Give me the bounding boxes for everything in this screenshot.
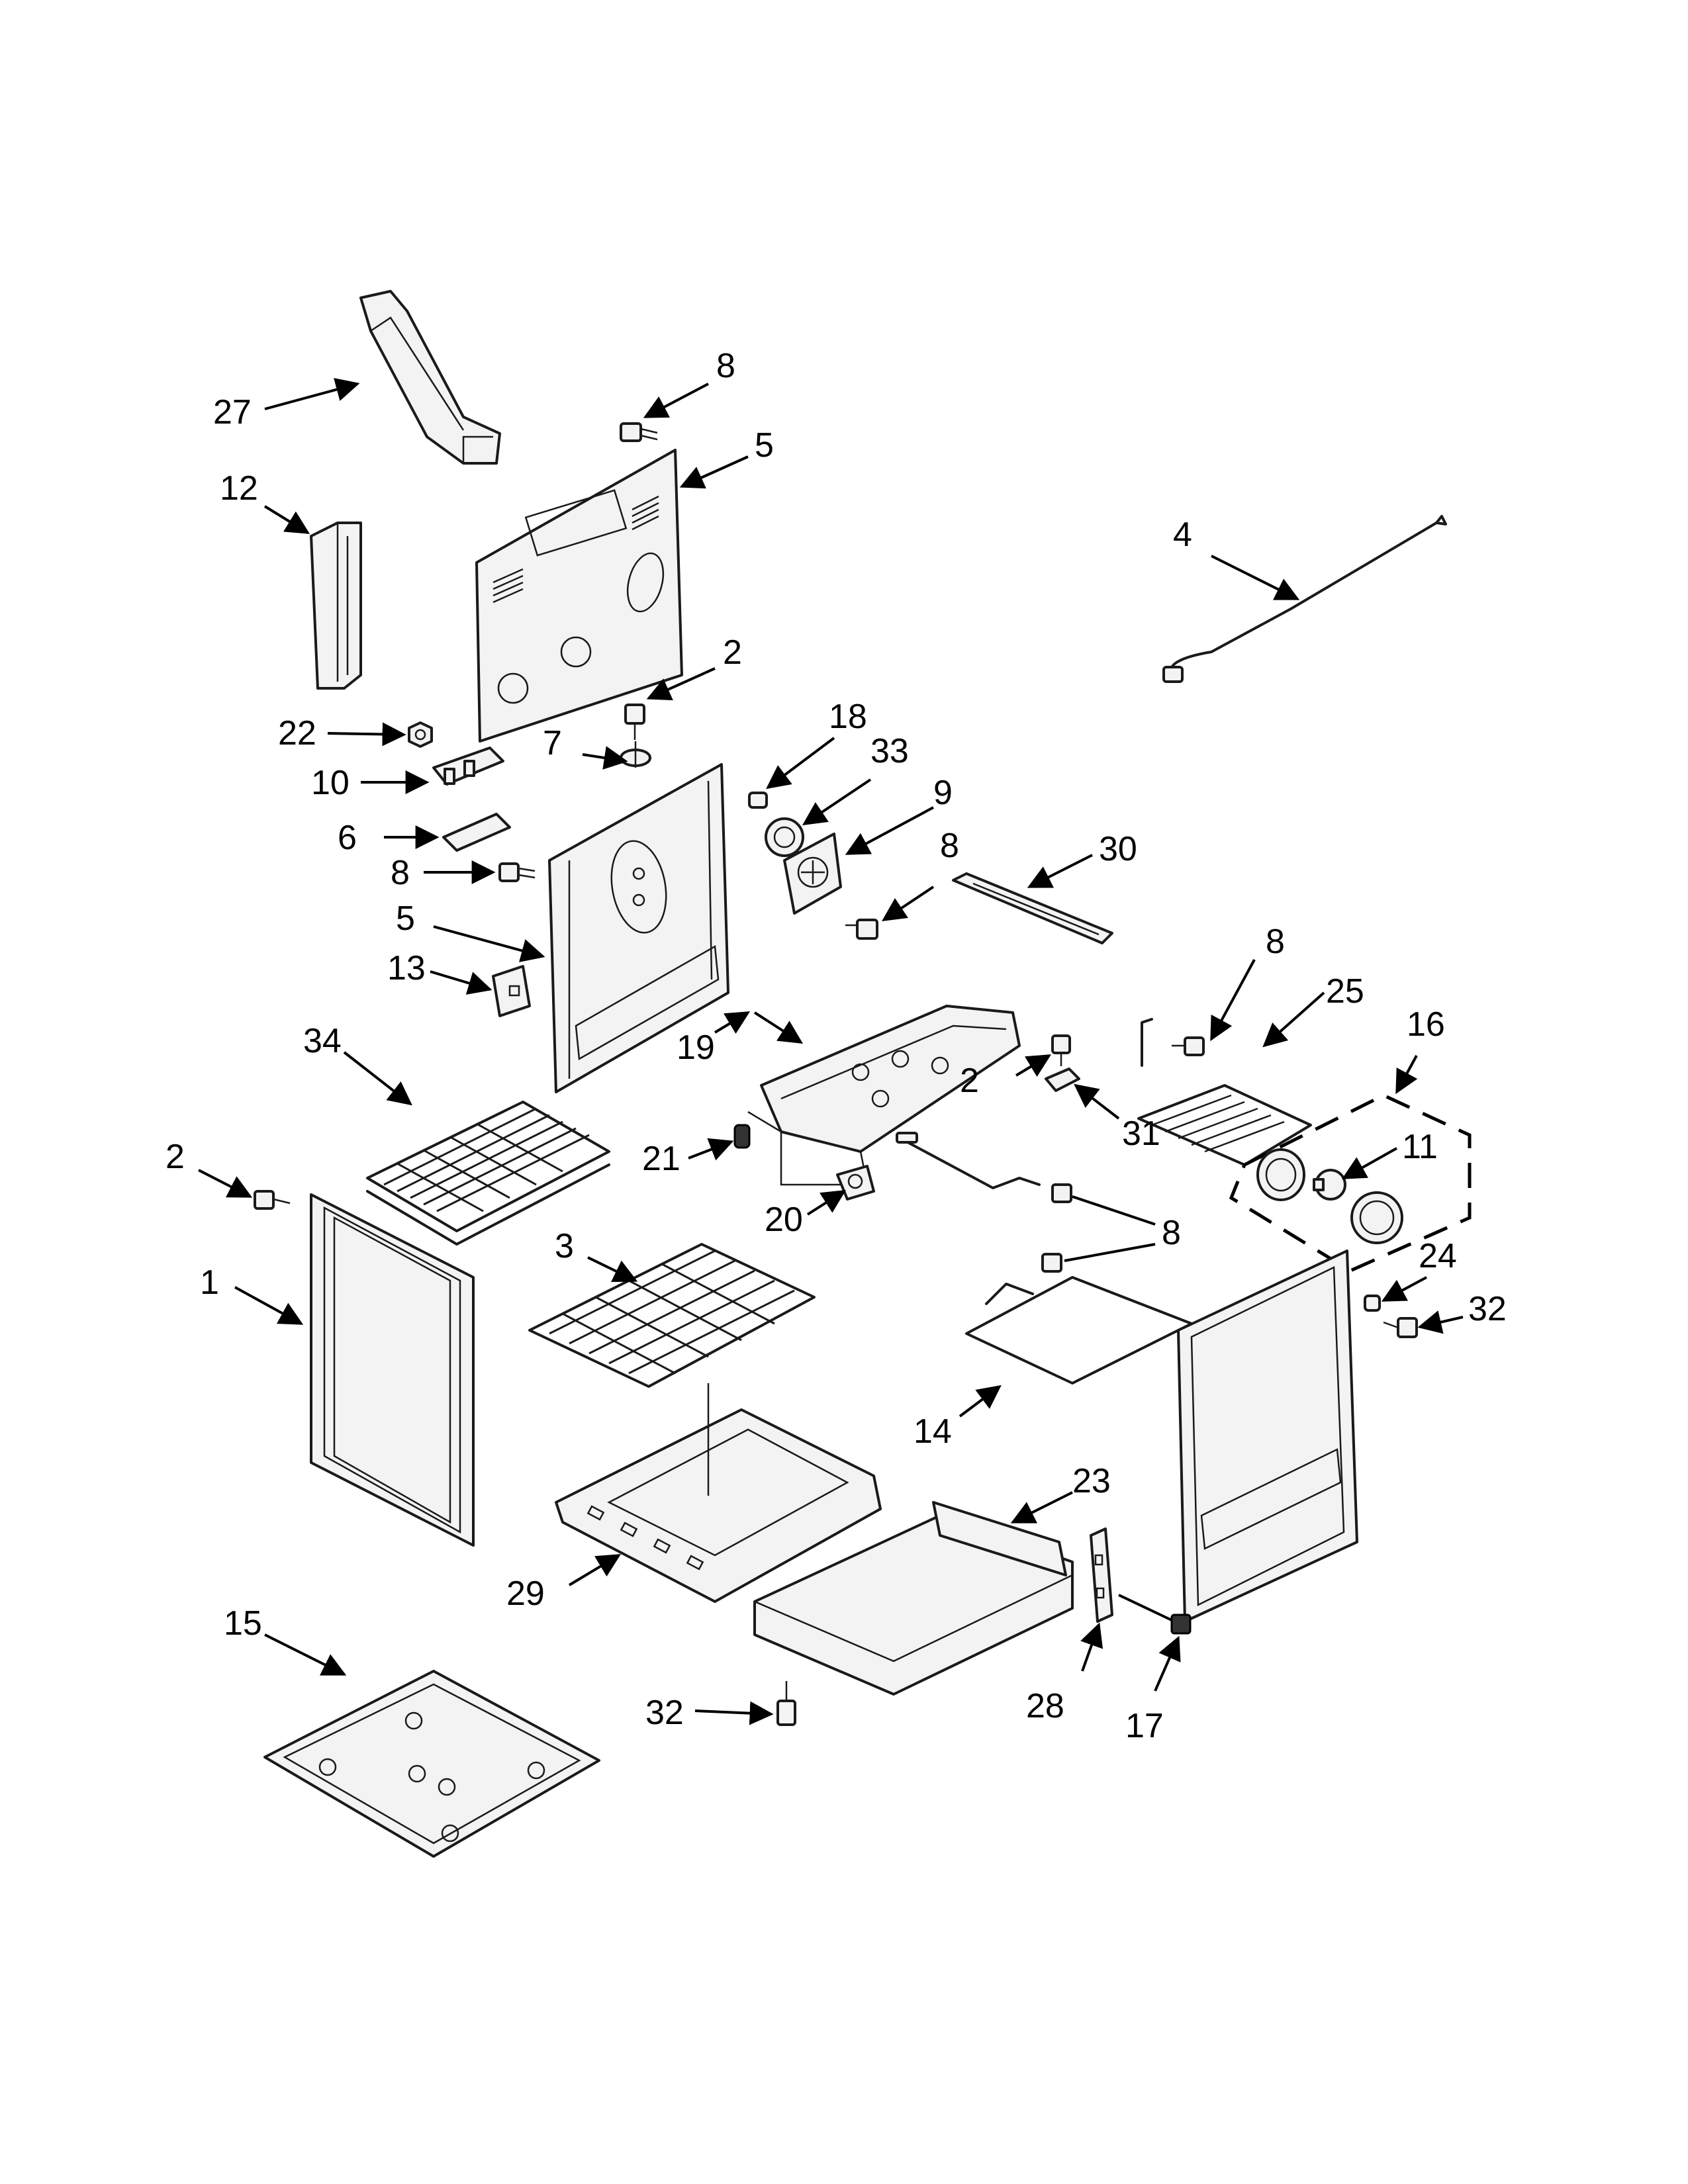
- part-17-screw: [1118, 1594, 1192, 1635]
- callout-8: 8: [940, 827, 959, 865]
- part-6-bracket: [442, 813, 511, 852]
- part-14-broil-element: [965, 1276, 1193, 1385]
- callout-2: 2: [723, 633, 742, 672]
- part-28-hinge: [1090, 1527, 1113, 1623]
- part-31-clip: [1045, 1068, 1080, 1092]
- callout-23: 23: [1072, 1462, 1111, 1500]
- part-8-sensor-probe: [896, 1132, 1072, 1203]
- callout-32: 32: [645, 1694, 684, 1732]
- part-2-screw-mid-right: [1051, 1034, 1071, 1066]
- callout-32: 32: [1468, 1290, 1507, 1328]
- callout-25: 25: [1326, 972, 1364, 1011]
- callout-22: 22: [278, 714, 316, 752]
- part-10-terminal-block: [432, 747, 504, 786]
- part-24-spacer: [1364, 1295, 1381, 1312]
- callout-31: 31: [1122, 1115, 1160, 1153]
- callout-21: 21: [642, 1140, 680, 1178]
- part-2-screw-left: [254, 1190, 291, 1210]
- part-15-bottom-pan: [263, 1670, 600, 1858]
- callout-12: 12: [220, 469, 258, 508]
- callout-8: 8: [391, 854, 410, 892]
- part-22-nut: [408, 721, 433, 748]
- callout-11: 11: [1402, 1128, 1438, 1166]
- part-13-bracket: [492, 965, 531, 1017]
- callout-29: 29: [506, 1574, 545, 1613]
- callout-28: 28: [1026, 1687, 1064, 1725]
- callout-8: 8: [1162, 1214, 1181, 1252]
- callout-5: 5: [396, 899, 415, 938]
- callout-33: 33: [870, 732, 909, 770]
- callout-2: 2: [960, 1062, 979, 1100]
- callout-8: 8: [716, 347, 735, 385]
- part-4-power-cord: [1162, 515, 1447, 683]
- part-9-fan-assembly: [783, 833, 842, 915]
- callout-34: 34: [303, 1022, 342, 1060]
- callout-20: 20: [765, 1201, 803, 1239]
- part-11-light-bulb: [1313, 1169, 1346, 1201]
- callout-9: 9: [933, 774, 953, 812]
- part-33-fan-motor: [765, 817, 804, 857]
- part-3-oven-rack: [528, 1243, 816, 1388]
- callout-17: 17: [1125, 1707, 1164, 1745]
- part-8-screw-fan: [845, 919, 878, 940]
- callout-4: 4: [1173, 516, 1192, 554]
- part-21-plug: [733, 1124, 751, 1149]
- light-lens: [1350, 1191, 1403, 1244]
- light-socket: [1256, 1148, 1305, 1201]
- part-32-screw-right: [1383, 1317, 1418, 1338]
- callout-7: 7: [543, 724, 562, 762]
- callout-1: 1: [200, 1263, 219, 1302]
- part-20-igniter: [836, 1165, 875, 1201]
- part-34-rack: [366, 1101, 610, 1246]
- part-5-upper-rear-panel: [475, 449, 683, 743]
- callout-19: 19: [677, 1028, 715, 1067]
- callout-15: 15: [224, 1604, 262, 1643]
- part-8-screw-right: [1172, 1036, 1205, 1056]
- leader-lines: [198, 378, 1464, 1725]
- part-12-side-channel: [310, 522, 362, 690]
- part-29-drawer-front: [555, 1408, 882, 1603]
- part-5-main-rear-panel: [548, 763, 729, 1093]
- callout-3: 3: [555, 1227, 574, 1265]
- part-25-bake-element: [1137, 1018, 1312, 1166]
- part-23-drawer: [753, 1501, 1074, 1696]
- callout-5: 5: [755, 426, 774, 465]
- callout-8: 8: [1266, 923, 1285, 961]
- part-1-door-frame: [310, 1193, 475, 1547]
- part-16-light-kit: [1229, 1093, 1472, 1273]
- part-8-screw-top: [620, 422, 658, 442]
- callout-27: 27: [213, 393, 252, 432]
- callout-2: 2: [165, 1138, 185, 1176]
- callout-18: 18: [829, 698, 867, 736]
- callout-labels: 27 8 5 12 4 2 22 7 18 33 10 9 6 8 30 8 5…: [165, 347, 1507, 1745]
- part-right-door-frame: [1177, 1250, 1358, 1623]
- part-2-screw-top: [624, 704, 645, 740]
- part-32-screw-bottom: [776, 1681, 796, 1726]
- part-30-rail: [952, 872, 1113, 944]
- part-27-bracket: [359, 290, 501, 465]
- callout-10: 10: [311, 764, 350, 802]
- part-7-terminal: [620, 741, 651, 768]
- callout-30: 30: [1099, 830, 1137, 868]
- part-8-screw-broil: [1041, 1253, 1062, 1273]
- callout-16: 16: [1407, 1005, 1445, 1044]
- part-18-spacer: [748, 792, 768, 809]
- part-8-screw-mid: [498, 862, 536, 882]
- callout-13: 13: [387, 949, 426, 987]
- callout-6: 6: [338, 819, 357, 857]
- callout-24: 24: [1419, 1237, 1457, 1275]
- callout-14: 14: [914, 1412, 952, 1451]
